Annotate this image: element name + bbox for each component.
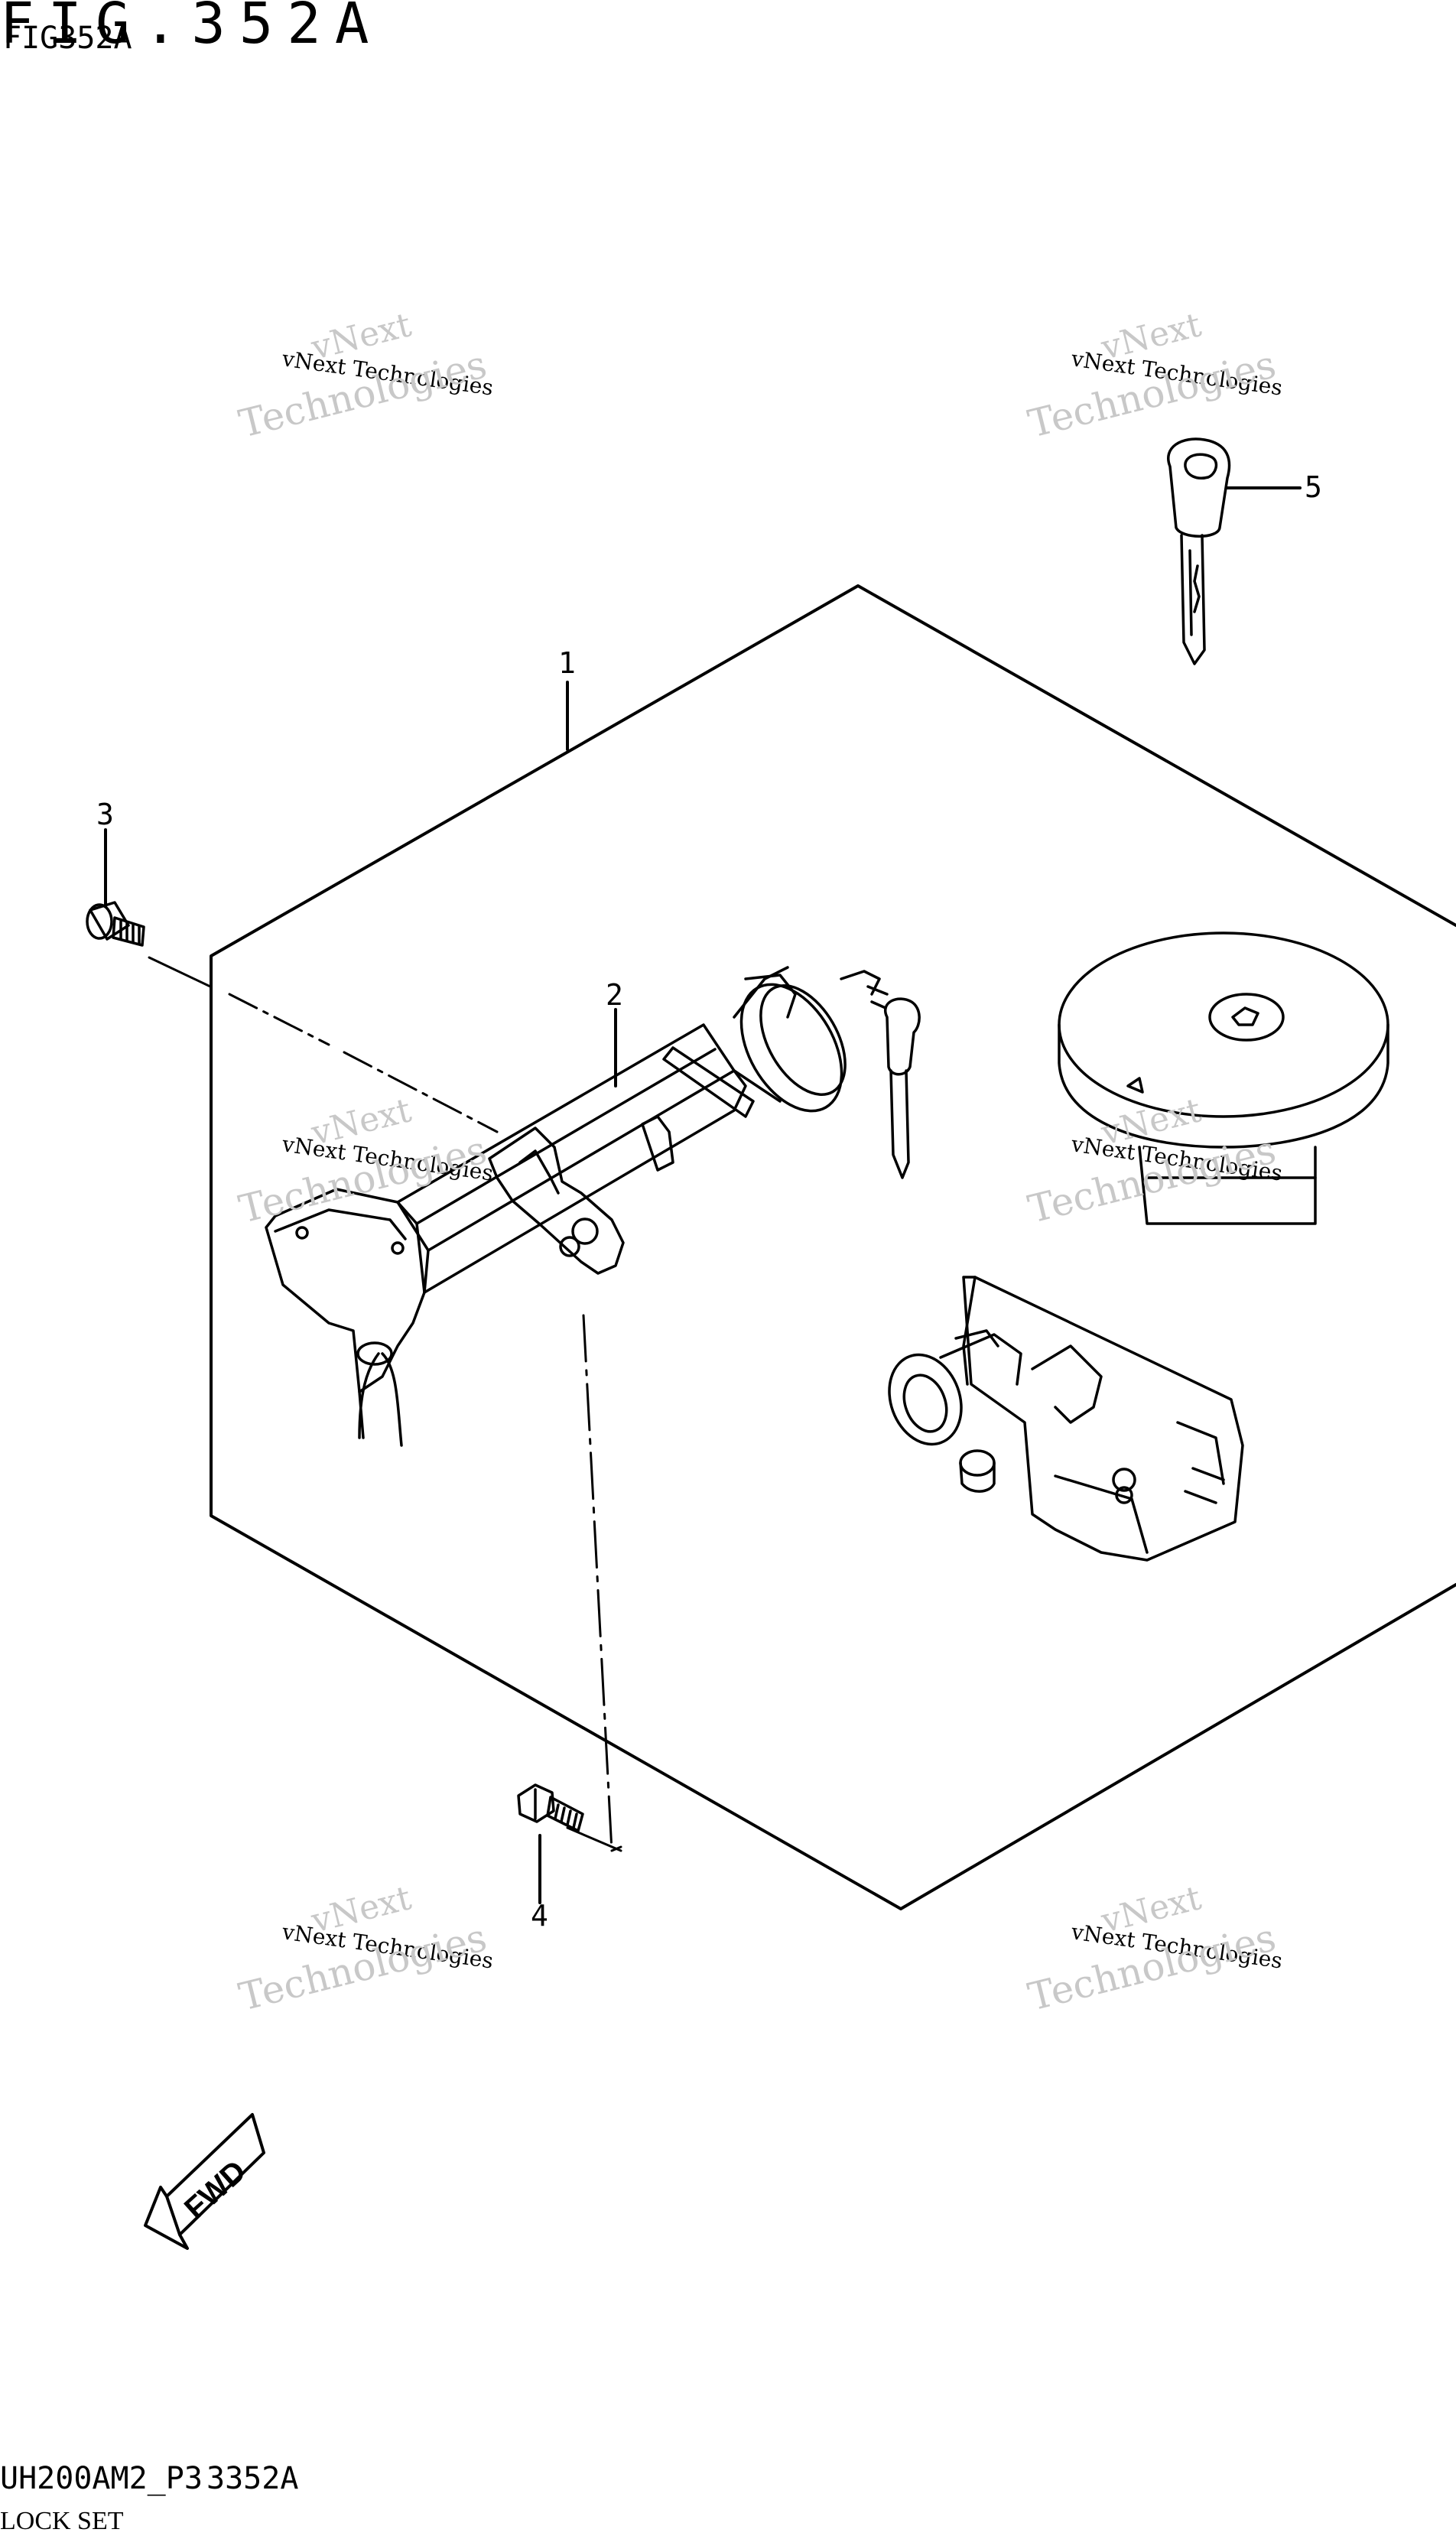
install-centerline-3: [148, 956, 499, 1133]
callout-5: 5: [1305, 470, 1322, 504]
callout-1: 1: [558, 646, 576, 680]
set-box-outline: [210, 584, 1456, 1910]
fuel-cap-lock: [1058, 931, 1389, 1225]
watermark-top-left: vNext Technologies vNext Technologies: [235, 305, 495, 446]
callout-3: 3: [96, 798, 114, 831]
model-code-suffix: 3352A: [206, 2461, 299, 2496]
watermark-mid-right: vNext Technologies vNext Technologies: [1024, 1091, 1284, 1231]
install-centerline-4: [566, 1314, 622, 1852]
watermark-top-right: vNext Technologies vNext Technologies: [1024, 305, 1284, 446]
bolt-part-4: [517, 1783, 584, 1832]
model-code: UH200AM2_P3: [0, 2461, 203, 2496]
ignition-lock-part-2: [265, 966, 921, 1447]
seat-lock: [888, 1276, 1244, 1562]
figure-title-large: FIG.352A: [0, 0, 383, 57]
fwd-direction-arrow: [144, 2113, 265, 2250]
callout-2: 2: [606, 978, 623, 1012]
part-group-name: LOCK SET: [0, 2507, 124, 2535]
screw-part-3: [86, 901, 145, 947]
key-part-5: [1167, 437, 1231, 665]
watermark-bottom-left: vNext Technologies vNext Technologies: [235, 1878, 495, 2019]
watermark-mid-left: vNext Technologies vNext Technologies: [235, 1091, 495, 1231]
callout-4: 4: [531, 1899, 548, 1933]
figure-title-small: FIG352A: [3, 21, 132, 56]
watermark-bottom-right: vNext Technologies vNext Technologies: [1024, 1878, 1284, 2019]
